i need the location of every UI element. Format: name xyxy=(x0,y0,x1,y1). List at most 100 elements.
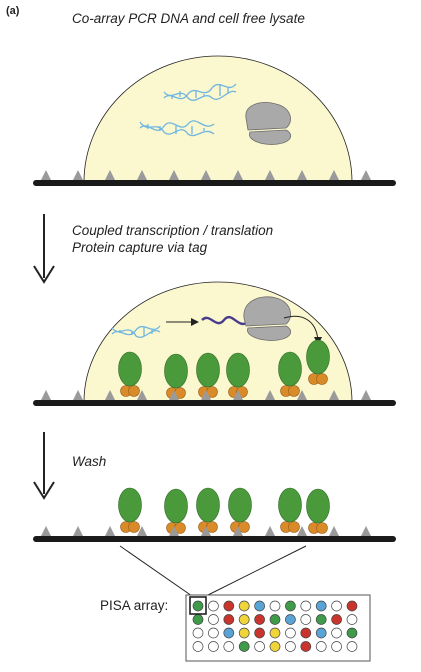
array-spot xyxy=(331,600,342,612)
protein-body xyxy=(196,352,220,388)
surface-spike xyxy=(201,390,211,400)
array-spot xyxy=(331,627,342,639)
surface-spike xyxy=(137,170,147,180)
array-spot xyxy=(208,614,219,625)
protein-body xyxy=(228,487,252,523)
surface-spike xyxy=(169,390,179,400)
surface-spike xyxy=(169,526,179,536)
surface-spike xyxy=(265,170,275,180)
protein-body xyxy=(196,487,220,523)
step1-title: Co-array PCR DNA and cell free lysate xyxy=(72,11,305,26)
surface-spike xyxy=(233,390,243,400)
pisa-array-spots xyxy=(192,600,358,652)
captured-protein xyxy=(306,339,330,385)
array-spot xyxy=(192,614,204,625)
array-spot xyxy=(254,614,265,625)
surface-spike xyxy=(105,170,115,180)
surface-spike xyxy=(137,526,147,536)
surface-spike xyxy=(41,390,51,400)
protein-body xyxy=(164,353,188,389)
captured-protein xyxy=(118,351,142,397)
array-spot xyxy=(238,614,250,625)
protein-body xyxy=(278,351,302,387)
array-spot xyxy=(254,627,265,639)
captured-protein xyxy=(306,488,330,534)
array-spot xyxy=(315,627,327,639)
ribosome-2 xyxy=(243,296,292,341)
surface-spike xyxy=(297,390,307,400)
surface-spike xyxy=(329,390,339,400)
captured-protein xyxy=(196,487,220,533)
surface-spike xyxy=(297,526,307,536)
array-spot xyxy=(192,600,204,612)
array-spot xyxy=(223,641,235,652)
capture-tag xyxy=(288,521,300,533)
surface-spike xyxy=(41,526,51,536)
array-spot xyxy=(315,600,327,612)
array-spot xyxy=(238,641,250,652)
array-spot xyxy=(269,641,281,652)
protein-body xyxy=(118,351,142,387)
surface-spike xyxy=(265,526,275,536)
surface-spike xyxy=(201,526,211,536)
surface-spike xyxy=(361,170,371,180)
dna-strand-2 xyxy=(139,120,215,137)
protein-body xyxy=(164,488,188,524)
array-spot xyxy=(300,627,312,639)
array-spot xyxy=(254,641,265,652)
array-spot xyxy=(208,600,219,612)
array-spot xyxy=(346,641,358,652)
surface-spike xyxy=(169,170,179,180)
array-spot xyxy=(208,627,219,639)
capture-tag xyxy=(316,522,328,534)
capture-tag xyxy=(288,385,300,397)
step2-line1: Coupled transcription / translation xyxy=(72,223,273,238)
surface-spike xyxy=(73,170,83,180)
captured-protein xyxy=(164,488,188,534)
array-spot xyxy=(346,600,358,612)
array-spot xyxy=(238,600,250,612)
array-spot xyxy=(269,614,281,625)
array-spot xyxy=(300,641,312,652)
captured-proteins-2 xyxy=(118,339,330,399)
highlighted-spot-box xyxy=(189,596,207,615)
array-spot xyxy=(346,627,358,639)
array-spot xyxy=(285,614,296,625)
surface-spike xyxy=(41,170,51,180)
array-surface-2 xyxy=(33,400,396,406)
step2-line2: Protein capture via tag xyxy=(72,240,208,255)
ribosome-1 xyxy=(245,102,292,145)
captured-proteins-3 xyxy=(118,487,330,534)
array-spot xyxy=(192,641,204,652)
surface-spike xyxy=(265,390,275,400)
protein-body xyxy=(118,487,142,523)
captured-protein xyxy=(228,487,252,533)
surface-spike xyxy=(105,390,115,400)
array-spot xyxy=(285,627,296,639)
captured-protein xyxy=(164,353,188,399)
array-spot xyxy=(285,600,296,612)
surface-spike xyxy=(329,526,339,536)
spikes-row-3 xyxy=(41,526,371,536)
capture-tag xyxy=(316,373,328,385)
array-spot xyxy=(300,600,312,612)
surface-spike xyxy=(73,390,83,400)
mrna-strand xyxy=(201,316,249,325)
spikes-row-2 xyxy=(41,390,371,400)
array-spot xyxy=(223,614,235,625)
dna-strand-3 xyxy=(111,325,161,338)
protein-body xyxy=(278,487,302,523)
protein-body xyxy=(226,352,250,388)
array-spot xyxy=(346,614,358,625)
array-surface-3 xyxy=(33,536,396,542)
array-spot xyxy=(238,627,250,639)
surface-spike xyxy=(361,526,371,536)
protein-body xyxy=(306,488,330,524)
zoom-line-left xyxy=(119,545,193,597)
array-spot xyxy=(331,614,342,625)
array-spot xyxy=(254,600,265,612)
array-spot xyxy=(223,627,235,639)
panel-label: (a) xyxy=(6,5,20,17)
array-spot xyxy=(192,627,204,639)
